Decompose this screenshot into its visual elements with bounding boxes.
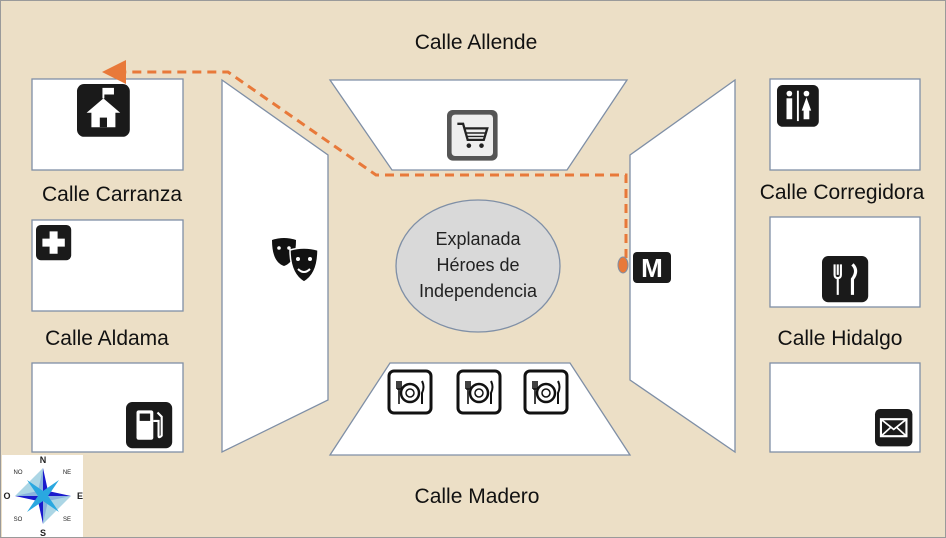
plaza-label-1: Explanada bbox=[435, 229, 521, 249]
route-path bbox=[102, 60, 628, 258]
street-corregidora: Calle Corregidora bbox=[760, 181, 925, 204]
compass-rose: N S E O NE NO SE SO bbox=[2, 455, 83, 538]
svg-text:SE: SE bbox=[63, 517, 71, 523]
plaza bbox=[395, 199, 561, 333]
block-metro bbox=[629, 78, 736, 454]
theater-icon bbox=[272, 238, 319, 283]
street-hidalgo: Calle Hidalgo bbox=[778, 327, 903, 350]
gas-station-icon bbox=[126, 402, 173, 449]
start-point bbox=[617, 256, 629, 274]
school-icon bbox=[77, 84, 130, 137]
svg-text:NE: NE bbox=[63, 470, 71, 476]
svg-text:E: E bbox=[77, 491, 83, 501]
svg-text:M: M bbox=[641, 253, 663, 283]
street-allende: Calle Allende bbox=[415, 31, 538, 54]
svg-text:O: O bbox=[3, 491, 10, 501]
plaza-label-2: Héroes de bbox=[436, 255, 519, 275]
svg-text:N: N bbox=[40, 455, 47, 465]
street-madero: Calle Madero bbox=[415, 485, 540, 508]
street-aldama: Calle Aldama bbox=[45, 327, 169, 350]
plaza-label-3: Independencia bbox=[419, 281, 538, 301]
svg-text:S: S bbox=[40, 528, 46, 538]
street-carranza: Calle Carranza bbox=[42, 183, 182, 206]
restaurant-icon-2 bbox=[456, 369, 502, 415]
shopping-cart-icon bbox=[447, 110, 498, 161]
svg-text:SO: SO bbox=[14, 517, 23, 523]
restaurant-icon-1 bbox=[387, 369, 433, 415]
hospital-icon bbox=[36, 225, 72, 261]
restaurant-icon bbox=[822, 256, 869, 303]
block-theater bbox=[221, 78, 329, 454]
svg-text:NO: NO bbox=[14, 470, 23, 476]
mail-icon bbox=[875, 409, 913, 447]
restaurant-icon-3 bbox=[523, 369, 569, 415]
restroom-icon bbox=[777, 85, 819, 127]
metro-icon: M bbox=[633, 252, 671, 283]
